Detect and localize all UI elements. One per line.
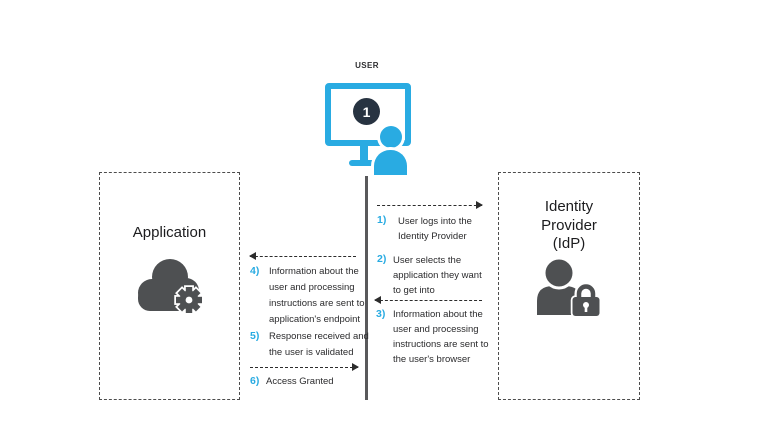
idp-title: Identity Provider (IdP): [541, 198, 597, 252]
user-person-icon: [380, 126, 402, 148]
monitor-stand-neck: [360, 146, 368, 162]
person-icon: [537, 256, 581, 315]
gear-icon: [174, 285, 204, 315]
step-6-text: Access Granted: [266, 376, 334, 387]
step-6-number: 6): [250, 375, 260, 387]
cloud-gear-icon: [138, 259, 204, 315]
step-1-number: 1): [377, 214, 387, 226]
user-label: USER: [355, 61, 379, 70]
step-3-number: 3): [376, 308, 386, 320]
arrow-user-to-application: [249, 252, 356, 260]
user-person-body: [374, 150, 407, 175]
arrow-idp-to-user: [374, 296, 482, 304]
step-2-number: 2): [377, 253, 387, 265]
idp-user-lock-icon: [537, 256, 602, 318]
application-title: Application: [132, 224, 207, 241]
step-1-text: User logs into the Identity Provider: [398, 216, 472, 242]
monitor-icon: [325, 83, 411, 146]
step-3-text: Information about the user and processin…: [393, 309, 489, 365]
step-4-text: Information about the user and processin…: [269, 266, 365, 325]
user-timeline-line: [365, 176, 368, 400]
application-box: [99, 172, 240, 400]
arrow-access-granted: [250, 363, 359, 371]
step-2-text: User selects the application they want t…: [393, 255, 482, 296]
idp-box: [498, 172, 640, 400]
screen-step-badge: 1: [353, 98, 380, 125]
step-5-number: 5): [250, 330, 260, 342]
lock-icon: [570, 282, 602, 318]
step-5-text: Response received and the user is valida…: [269, 331, 369, 358]
arrow-user-to-idp: [377, 201, 483, 209]
monitor-stand-base: [349, 160, 391, 166]
step-4-number: 4): [250, 265, 260, 277]
